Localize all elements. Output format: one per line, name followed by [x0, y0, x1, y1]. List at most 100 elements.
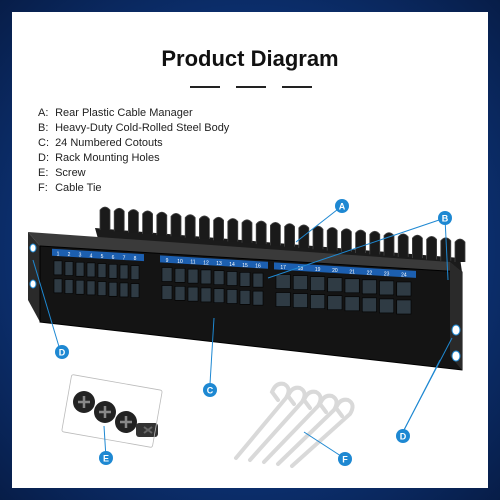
port-number: 13	[216, 261, 222, 267]
port-number: 2	[68, 252, 71, 258]
port-cutout	[108, 281, 118, 297]
cable-manager-tooth	[99, 206, 111, 230]
svg-text:E: E	[103, 454, 109, 464]
panel-right-ear	[450, 262, 462, 370]
port-cutout	[252, 290, 264, 306]
cable-manager-tooth	[326, 227, 338, 251]
cable-manager-tooth	[426, 236, 437, 260]
port-cutout	[187, 268, 199, 284]
port-cutout	[344, 296, 360, 312]
legend-item-f: F: Cable Tie	[38, 182, 102, 194]
port-cutout	[327, 295, 343, 311]
port-cutout	[292, 293, 308, 308]
port-cutout	[379, 298, 395, 314]
cable-manager-tooth	[170, 213, 182, 237]
port-cutout	[226, 271, 238, 286]
cable-manager-tooth	[412, 234, 423, 259]
cable-manager-tooth	[241, 219, 253, 243]
svg-text:C: C	[207, 386, 214, 396]
rack-hole	[29, 243, 37, 253]
port-number: 9	[166, 258, 169, 264]
cable-manager-tooth	[227, 218, 239, 242]
port-cutout	[161, 285, 173, 300]
port-cutout	[64, 261, 74, 276]
panel-left-ear	[28, 232, 40, 322]
legend-item-a: A: Rear Plastic Cable Manager	[38, 107, 193, 119]
port-number: 7	[123, 255, 126, 261]
port-cutouts	[52, 248, 416, 315]
title-divider-dash	[236, 86, 266, 88]
port-cutout	[396, 281, 412, 297]
cable-manager-tooth	[184, 214, 196, 238]
port-number: 15	[242, 263, 248, 269]
port-cutout	[239, 272, 251, 287]
cable-manager-tooth	[369, 230, 381, 255]
port-cutout	[75, 279, 85, 295]
port-cutout	[239, 290, 251, 305]
callout-d-left: D	[55, 345, 69, 359]
legend-item-d: D: Rack Mounting Holes	[38, 152, 160, 164]
port-cutout	[200, 287, 212, 303]
port-cutout	[310, 294, 326, 309]
cable-manager-tooth	[255, 220, 267, 245]
callout-c: C	[203, 383, 217, 397]
port-cutout	[361, 297, 377, 313]
svg-text:D: D	[400, 432, 407, 442]
svg-text:F: F	[342, 455, 348, 465]
port-number: 5	[101, 254, 104, 260]
legend-item-b: B: Heavy-Duty Cold-Rolled Steel Body	[38, 122, 230, 134]
port-cutout	[75, 261, 85, 277]
port-cutout	[275, 274, 291, 289]
port-number: 1	[57, 251, 60, 257]
port-cutout	[361, 279, 377, 295]
cable-manager-tooth	[113, 207, 125, 232]
port-cutout	[226, 289, 238, 304]
port-cutout	[310, 276, 326, 291]
port-cutout	[119, 282, 129, 298]
port-number: 12	[203, 260, 209, 266]
port-cutout	[174, 286, 186, 301]
title-divider-dash	[190, 86, 220, 88]
port-number: 11	[190, 260, 195, 266]
cable-manager-tooth	[270, 221, 281, 246]
port-number: 23	[384, 271, 390, 277]
port-number: 10	[177, 259, 183, 265]
cable-manager-tooth	[355, 229, 366, 254]
title-divider-dash	[282, 86, 312, 88]
port-cutout	[275, 292, 291, 307]
port-cutout	[53, 260, 63, 276]
legend-list: A: Rear Plastic Cable Manager B: Heavy-D…	[38, 106, 229, 196]
port-number: 18	[298, 266, 304, 272]
port-label-strip	[52, 248, 144, 262]
cable-manager-tooth	[128, 209, 139, 233]
port-cutout	[161, 267, 173, 282]
svg-text:A: A	[339, 202, 346, 212]
port-cutout	[344, 278, 360, 294]
callout-a: A	[335, 199, 349, 213]
screws	[61, 374, 163, 448]
port-number: 17	[280, 265, 286, 271]
port-label-strip	[274, 262, 416, 278]
port-number: 24	[401, 272, 407, 278]
port-number: 21	[349, 269, 355, 275]
port-number: 16	[255, 264, 261, 270]
rack-hole	[29, 279, 37, 289]
callout-d-right: D	[396, 429, 410, 443]
port-cutout	[187, 286, 199, 302]
cable-manager-tooth	[156, 211, 168, 236]
callout-f: F	[338, 452, 352, 466]
cable-manager-tooth	[312, 225, 324, 250]
port-cutout	[130, 265, 140, 280]
port-cutout	[292, 275, 308, 290]
cable-manager-tooth	[341, 228, 352, 252]
port-cutout	[252, 272, 264, 288]
port-number: 19	[315, 267, 321, 273]
legend-item-e: E: Screw	[38, 167, 86, 179]
cable-manager-tooth	[199, 215, 210, 239]
legend-item-c: C: 24 Numbered Cotouts	[38, 137, 163, 149]
port-number: 20	[332, 268, 338, 274]
page-title: Product Diagram	[161, 46, 339, 71]
port-number: 14	[229, 262, 235, 268]
